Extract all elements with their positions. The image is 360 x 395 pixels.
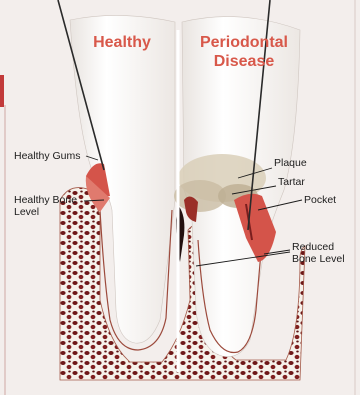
label-healthy-gums: Healthy Gums <box>14 150 81 162</box>
disease-title: Periodontal Disease <box>186 33 302 71</box>
diseased-gum-left <box>184 196 198 222</box>
label-pocket: Pocket <box>304 194 336 206</box>
label-tartar: Tartar <box>278 176 305 188</box>
label-reduced-bone-level: Reduced Bone Level <box>292 241 345 265</box>
healthy-title: Healthy <box>82 33 162 52</box>
label-healthy-bone-level: Healthy Bone Level <box>14 194 77 218</box>
label-plaque: Plaque <box>274 157 307 169</box>
